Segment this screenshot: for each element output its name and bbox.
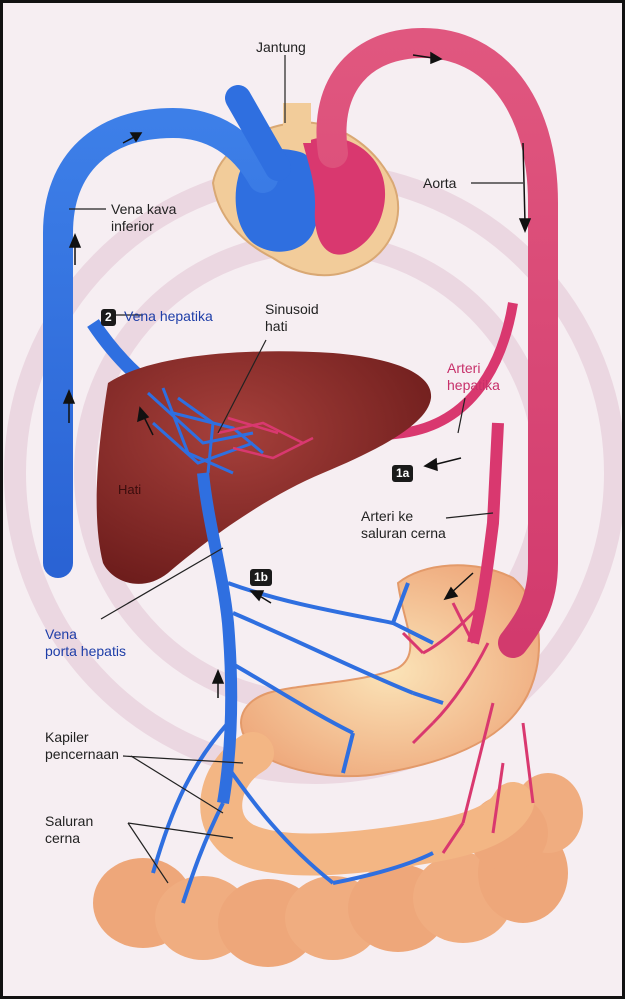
arteri-ke-line2: saluran cerna [361, 525, 446, 542]
arteri-hepatika-line2: hepatika [447, 377, 500, 394]
vena-porta-line1: Vena [45, 626, 126, 643]
label-saluran-cerna: Saluran cerna [45, 813, 93, 847]
vena-porta-line2: porta hepatis [45, 643, 126, 660]
label-sinusoid-hati: Sinusoid hati [265, 301, 319, 335]
arteri-hepatika-line1: Arteri [447, 360, 500, 377]
saluran-line1: Saluran [45, 813, 93, 830]
label-vena-hepatika: Vena hepatika [124, 308, 213, 325]
label-arteri-hepatika: Arteri hepatika [447, 360, 500, 394]
label-vena-porta-hepatis: Vena porta hepatis [45, 626, 126, 660]
vena-kava-line2: inferior [111, 218, 176, 235]
label-aorta: Aorta [423, 175, 456, 192]
badge-1a: 1a [392, 465, 413, 482]
circulation-illustration [3, 3, 625, 999]
label-vena-kava-inferior: Vena kava inferior [111, 201, 176, 235]
badge-1b-text: 1b [254, 570, 268, 584]
sinusoid-line2: hati [265, 318, 319, 335]
label-kapiler-pencernaan: Kapiler pencernaan [45, 729, 119, 763]
sinusoid-line1: Sinusoid [265, 301, 319, 318]
label-arteri-ke-saluran-cerna: Arteri ke saluran cerna [361, 508, 446, 542]
vena-hepatika-text: Vena hepatika [124, 308, 213, 324]
badge-1a-text: 1a [396, 466, 409, 480]
aorta-text: Aorta [423, 175, 456, 191]
saluran-line2: cerna [45, 830, 93, 847]
badge-2: 2 [101, 309, 116, 326]
label-hati: Hati [118, 481, 141, 498]
arteri-ke-line1: Arteri ke [361, 508, 446, 525]
hati-text: Hati [118, 482, 141, 497]
badge-2-text: 2 [105, 310, 112, 324]
kapiler-line2: pencernaan [45, 746, 119, 763]
liver-shape [97, 351, 431, 584]
badge-1b: 1b [250, 569, 272, 586]
vena-kava-line1: Vena kava [111, 201, 176, 218]
jantung-text: Jantung [256, 39, 306, 55]
kapiler-line1: Kapiler [45, 729, 119, 746]
label-jantung: Jantung [256, 39, 306, 56]
